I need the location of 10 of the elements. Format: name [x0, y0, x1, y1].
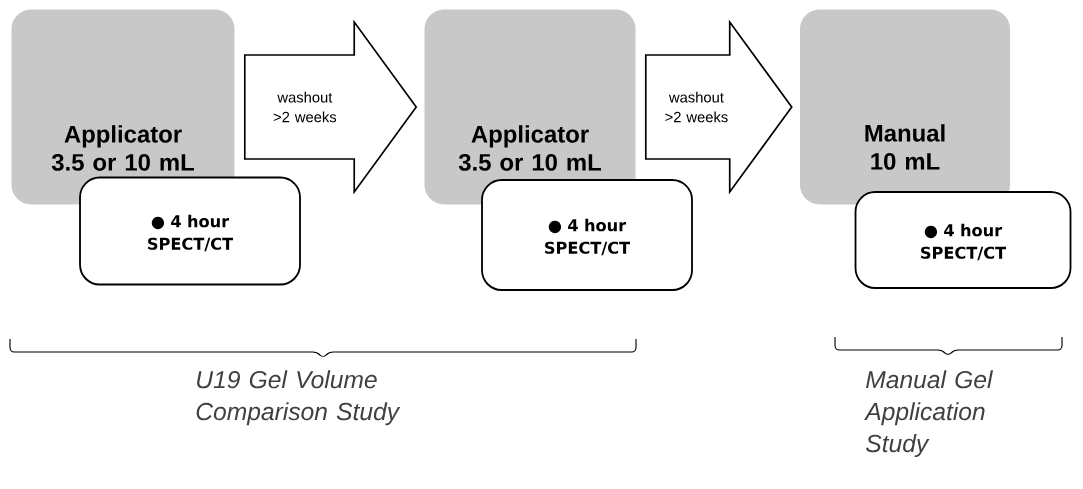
bracket-label: U19 Gel Volume Comparison Study	[196, 370, 401, 426]
imaging-box: ● 4 hour SPECT/CT	[79, 176, 301, 286]
bracket-label: Manual Gel Application Study	[864, 370, 993, 458]
edge-label: washout >2 weeks	[665, 91, 728, 123]
step-box: Applicator 3.5 or 10 mL	[424, 9, 636, 205]
step-box: Applicator 3.5 or 10 mL	[11, 9, 235, 205]
edge-label: washout >2 weeks	[273, 91, 337, 123]
imaging-box: ● 4 hour SPECT/CT	[481, 179, 693, 291]
imaging-box: ● 4 hour SPECT/CT	[854, 191, 1072, 289]
step-box: Manual 10 mL	[800, 9, 1010, 205]
